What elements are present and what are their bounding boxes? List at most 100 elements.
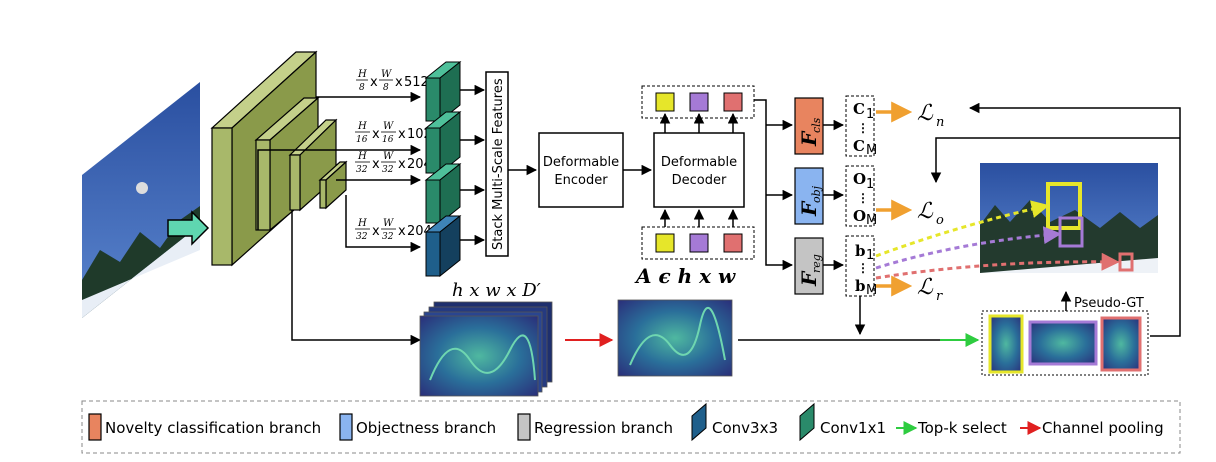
backbone [210,50,348,267]
svg-text:o: o [936,213,944,228]
svg-text:h x w x D′: h x w x D′ [452,280,541,301]
svg-text:M: M [866,283,877,298]
svg-text:H: H [357,218,367,229]
attention-map [617,299,733,377]
svg-text:O: O [853,207,866,225]
legend-topk: Top-k select [896,419,1007,437]
svg-text:x: x [372,224,380,239]
attention-label: A ϵ h x w [634,264,736,288]
legend-regression: Regression branch [517,413,673,441]
svg-text:x: x [398,127,406,142]
svg-text:Conv3x3: Conv3x3 [712,419,778,437]
svg-text:H: H [357,69,367,80]
deformable-encoder: Deformable Encoder [538,132,624,208]
svg-text:Novelty classification branch: Novelty classification branch [105,419,321,437]
reg-output: b 1 ⋮ b M [845,235,877,298]
svg-text:Channel pooling: Channel pooling [1042,419,1164,437]
input-arrow [167,210,210,246]
svg-text:x: x [372,157,380,172]
svg-text:M: M [866,213,877,228]
svg-text:ℒ: ℒ [917,275,934,300]
svg-text:H: H [357,151,367,162]
svg-text:Top-k select: Top-k select [917,419,1007,437]
svg-text:A ϵ h x w: A ϵ h x w [634,264,736,288]
conv1x1-block-3 [424,162,462,225]
svg-text:x: x [398,157,406,172]
decoder-to-queries [659,112,739,133]
output-image [980,163,1158,273]
svg-text:⋮: ⋮ [857,261,869,275]
legend-channel-pooling: Channel pooling [1020,419,1164,437]
cls-output: C 1 ⋮ C M [845,95,877,158]
head-to-output [823,119,845,271]
svg-text:⋮: ⋮ [857,121,869,135]
svg-text:W: W [383,151,394,162]
svg-text:16: 16 [382,135,394,145]
svg-text:W: W [383,121,394,132]
svg-text:r: r [936,289,943,304]
svg-text:Objectness branch: Objectness branch [356,419,496,437]
svg-text:8: 8 [359,83,365,93]
svg-text:reg: reg [810,254,823,273]
svg-text:F: F [797,130,821,147]
deformable-decoder: Deformable Decoder [653,132,745,208]
svg-text:Deformable: Deformable [661,155,737,170]
loss-n: ℒ n [917,101,944,130]
svg-text:Stack Multi-Scale Features: Stack Multi-Scale Features [491,78,506,250]
svg-text:b: b [855,277,866,295]
legend-objectness: Objectness branch [339,413,496,441]
legend-conv3x3: Conv3x3 [691,402,778,442]
svg-text:1: 1 [866,177,874,192]
svg-text:ℒ: ℒ [917,199,934,224]
svg-text:1: 1 [866,107,874,122]
svg-text:W: W [381,69,392,80]
pseudo-gt-label: Pseudo-GT [1060,290,1144,312]
legend [81,400,1181,454]
svg-text:32: 32 [356,232,368,242]
svg-text:F: F [797,200,821,217]
svg-text:Deformable: Deformable [543,155,619,170]
stack-features-box: Stack Multi-Scale Features [485,71,509,257]
box-links [875,200,1120,280]
svg-text:ℒ: ℒ [917,101,934,126]
svg-text:H: H [357,121,367,132]
svg-text:x: x [395,75,403,90]
svg-text:Pseudo-GT: Pseudo-GT [1074,296,1144,311]
svg-text:512: 512 [404,75,429,90]
legend-novelty: Novelty classification branch [88,413,321,441]
conv1x1-block-2 [424,110,462,175]
svg-text:obj: obj [810,185,823,203]
svg-text:M: M [866,143,877,158]
svg-text:Encoder: Encoder [554,173,608,188]
conv3x3-block [424,214,462,278]
svg-text:O: O [853,170,866,188]
feature-map-label: h x w x D′ [452,280,541,301]
svg-text:8: 8 [383,83,389,93]
output-queries [641,85,755,119]
loss-o: ℒ o [917,199,944,228]
queries-to-decoder [659,208,739,227]
input-image [82,82,200,318]
feedback-lines [854,102,1181,337]
svg-text:x: x [372,127,380,142]
scale-arrows [257,91,422,346]
conv-to-stack-arrows [460,84,486,246]
conv1x1-block-1 [424,60,462,123]
svg-text:1: 1 [866,248,874,263]
legend-conv1x1: Conv1x1 [799,402,886,442]
svg-text:32: 32 [382,165,394,175]
query-to-heads [754,99,794,271]
pseudo-gt-crops [981,310,1149,376]
svg-text:C: C [853,100,865,118]
obj-output: O 1 ⋮ O M [845,165,877,228]
svg-text:C: C [853,137,865,155]
svg-text:W: W [383,218,394,229]
cls-head: F cls [794,97,824,155]
svg-text:⋮: ⋮ [857,191,869,205]
svg-text:Conv1x1: Conv1x1 [820,419,886,437]
svg-text:x: x [370,75,378,90]
svg-text:Regression branch: Regression branch [534,419,673,437]
loss-r: ℒ r [917,275,943,304]
svg-text:b: b [855,242,866,260]
scale-label-1: H 8 x W 8 x 512 [356,69,429,93]
